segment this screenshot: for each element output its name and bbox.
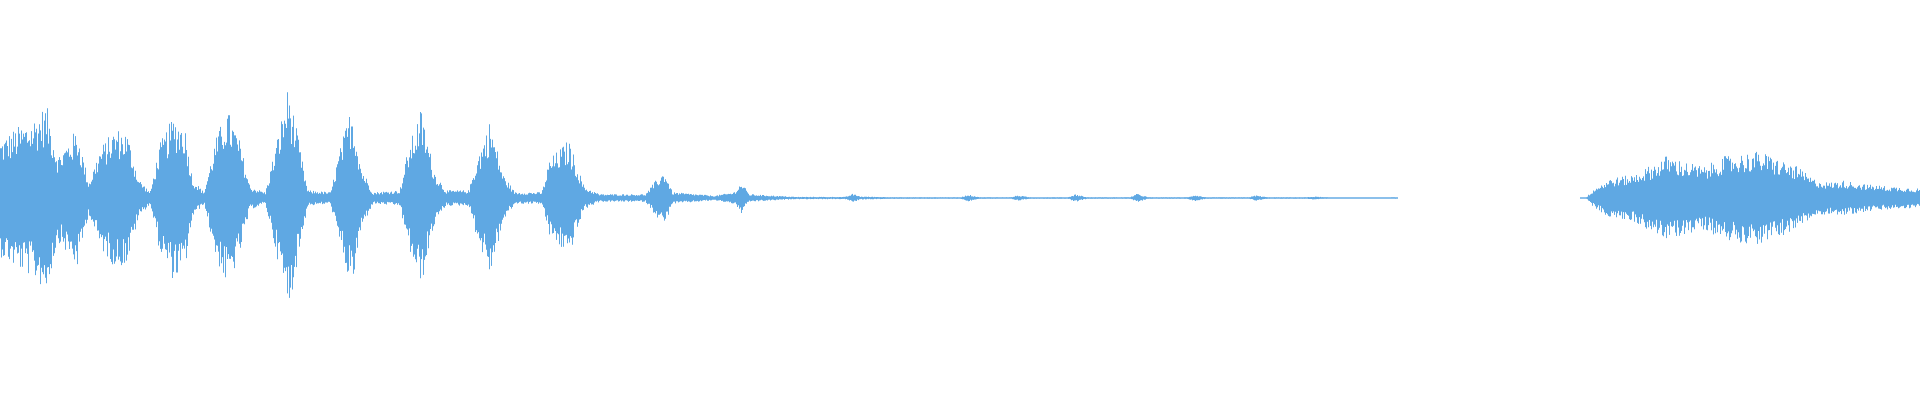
waveform-samples (0, 92, 1920, 298)
waveform-bars (0, 92, 1920, 298)
